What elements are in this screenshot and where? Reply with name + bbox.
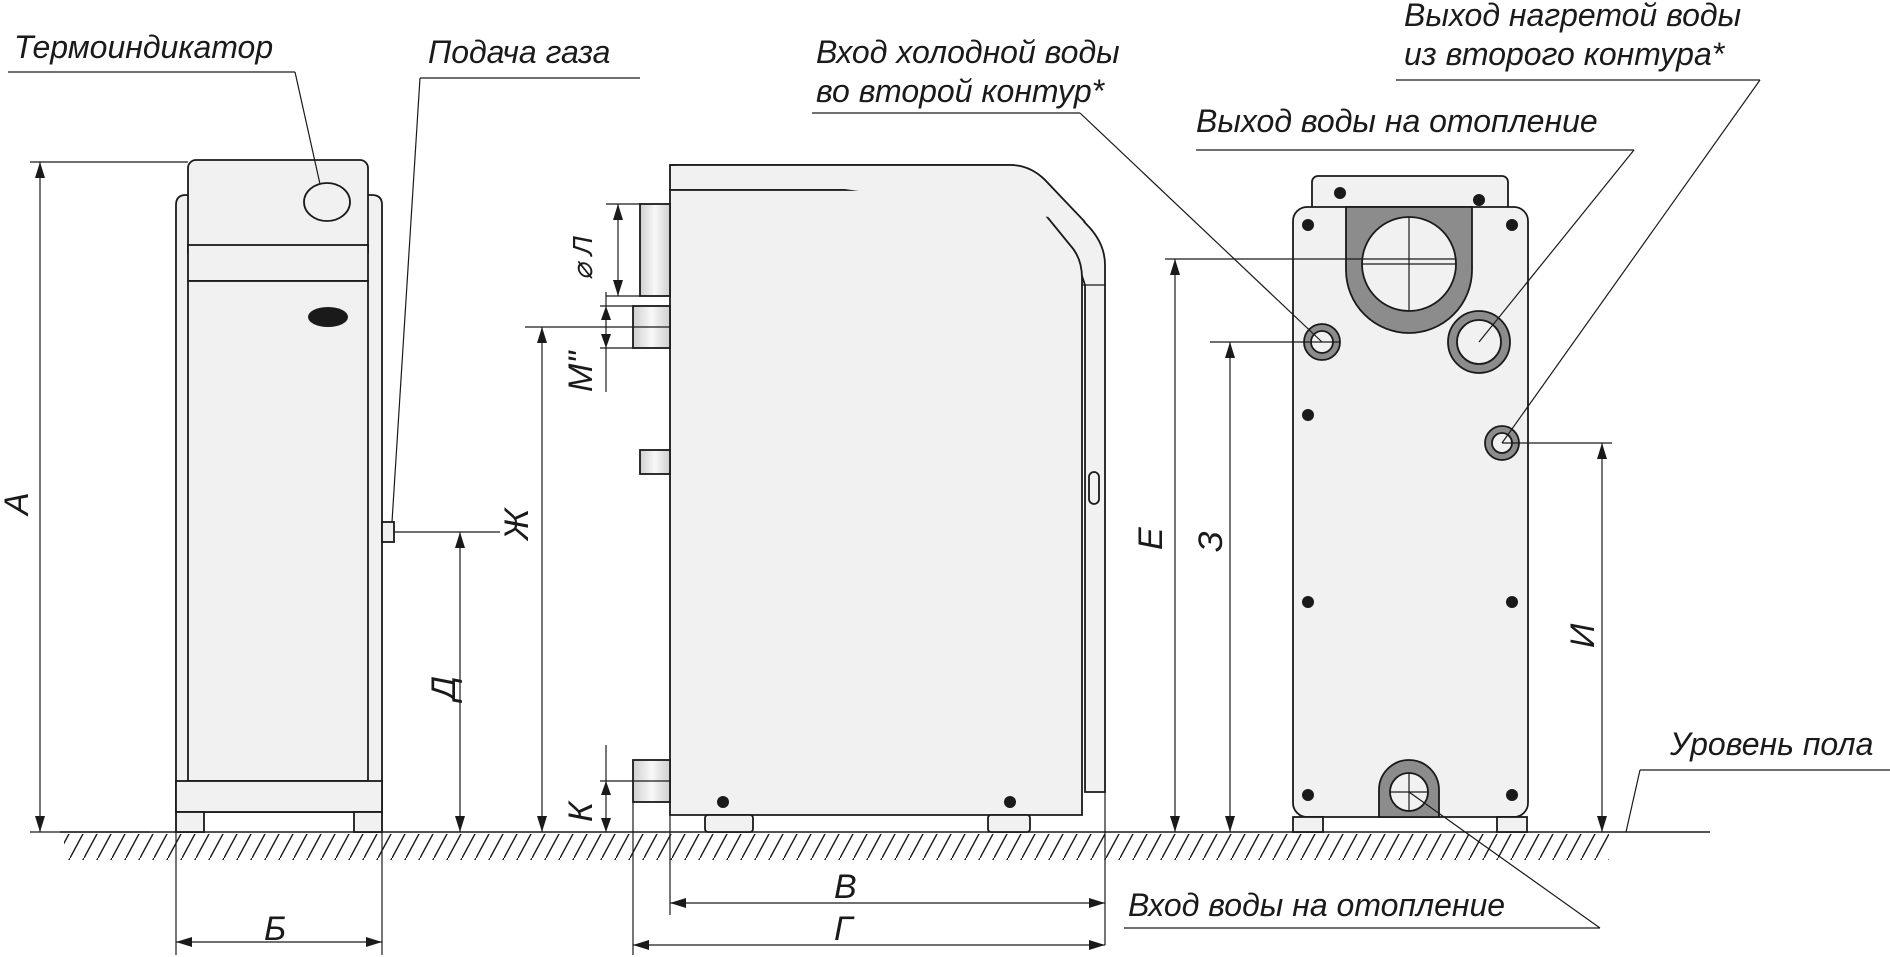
label-cold-water-in-line2: во второй контур*: [816, 73, 1106, 109]
dim-I: И: [1564, 623, 1602, 648]
dim-G: Г: [834, 910, 855, 948]
thermoindicator-window: [303, 182, 351, 222]
logo-badge: [308, 307, 348, 327]
label-heated-water-out-line1: Выход нагретой воды: [1404, 0, 1741, 33]
dim-A: А: [0, 492, 36, 517]
dim-L: ⌀ Л: [567, 235, 598, 280]
dimension-letters: А Б Д Ж ⌀ Л М" К В Г Е З И: [0, 235, 1602, 948]
side-view: [632, 164, 1106, 833]
dim-K: К: [562, 800, 600, 822]
dim-V: В: [834, 868, 857, 906]
label-heating-water-in: Вход воды на отопление: [1128, 887, 1505, 923]
dim-B: Б: [264, 910, 286, 948]
label-heated-water-out-line2: из второго контура*: [1404, 36, 1726, 72]
dim-Z: З: [1192, 531, 1230, 552]
label-gas-supply: Подача газа: [428, 34, 610, 70]
dim-M: М": [562, 350, 600, 392]
dimension-lines: [30, 161, 1612, 955]
leader-lines: [8, 71, 1890, 929]
front-view: [175, 159, 395, 833]
label-floor-level: Уровень пола: [1669, 726, 1873, 762]
dim-D: Д: [425, 676, 463, 704]
dim-E: Е: [1132, 527, 1170, 550]
label-cold-water-in-line1: Вход холодной воды: [816, 34, 1120, 70]
gas-fitting: [381, 521, 395, 543]
floor: [60, 831, 1710, 860]
labels: Термоиндикатор Подача газа Вход холодной…: [14, 0, 1873, 923]
label-thermoindicator: Термоиндикатор: [14, 29, 273, 65]
back-view: [1292, 175, 1529, 833]
dim-Zh: Ж: [498, 507, 536, 542]
label-heating-water-out: Выход воды на отопление: [1196, 103, 1598, 139]
